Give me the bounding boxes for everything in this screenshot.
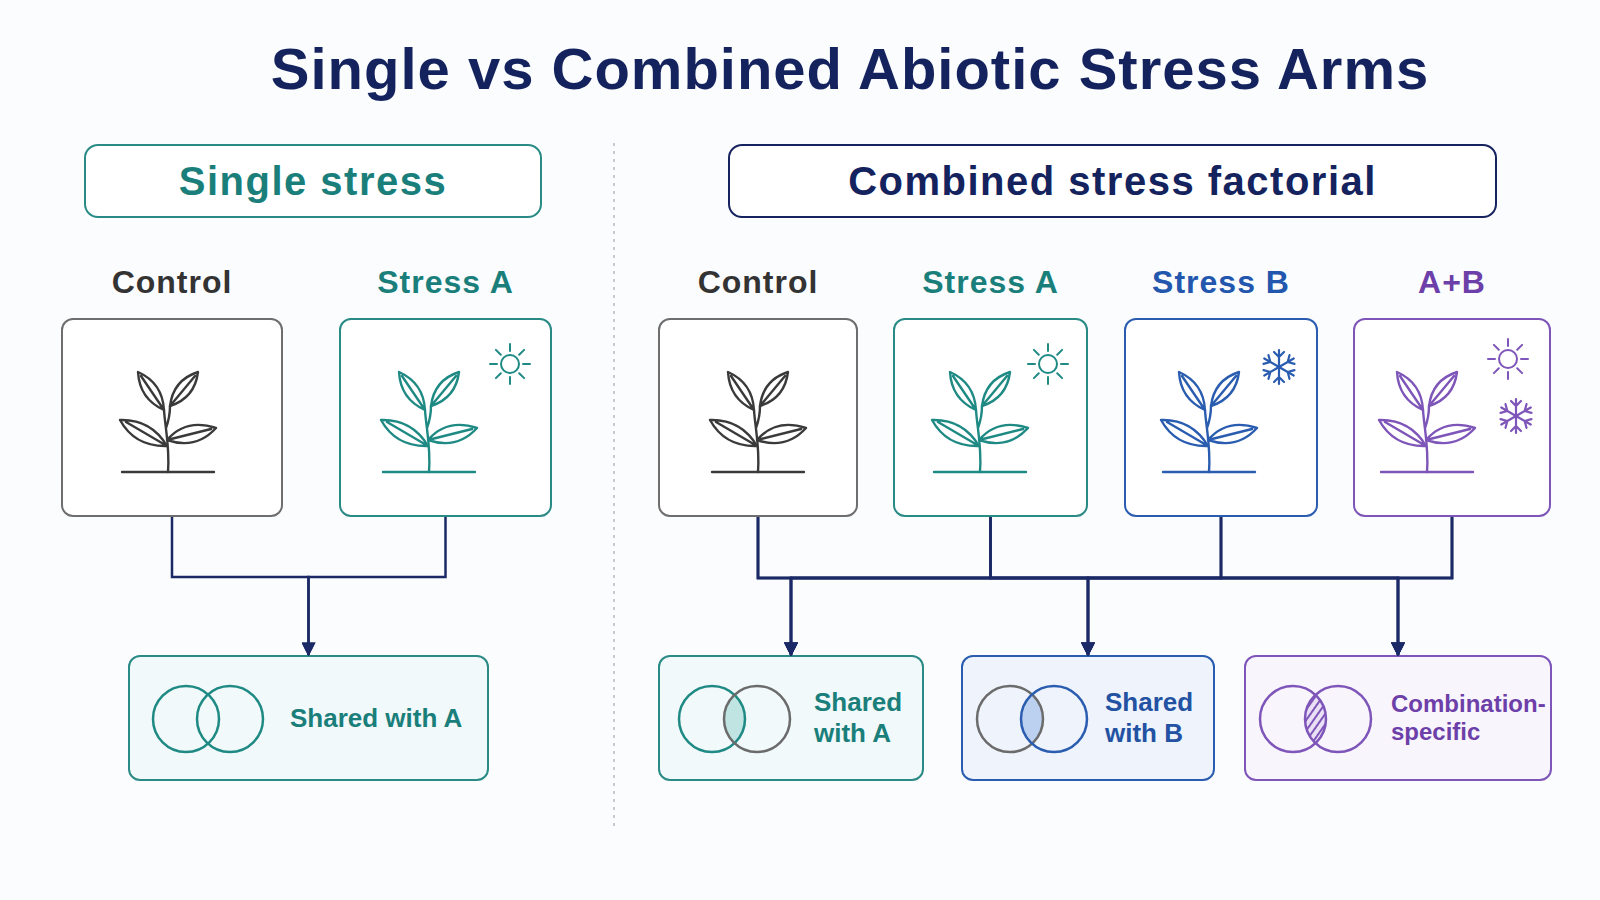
treatment-label: A+B <box>1315 262 1589 302</box>
venn-circle <box>679 686 745 752</box>
diagram-title: Single vs Combined Abiotic Stress Arms <box>200 36 1500 102</box>
heat-icon <box>1028 344 1068 384</box>
result-label: Shared with A <box>814 687 914 748</box>
flow-connector <box>758 517 1398 655</box>
heat-icon <box>1488 339 1528 379</box>
treatment-label: Stress B <box>1086 262 1356 302</box>
flow-connector <box>791 517 991 655</box>
plant-icon <box>932 372 1028 472</box>
venn-overlap <box>724 686 790 752</box>
flow-connector <box>172 517 309 655</box>
treatment-label: Control <box>620 262 896 302</box>
result-label: Shared with A <box>290 703 490 734</box>
section-header-label: Combined stress factorial <box>848 159 1377 204</box>
treatment-box: Stress B <box>1124 318 1318 517</box>
venn-circle <box>1021 686 1087 752</box>
venn-circle <box>724 686 790 752</box>
flow-connector <box>1088 517 1452 655</box>
section-header-label: Single stress <box>179 159 448 204</box>
venn-circle <box>1260 686 1326 752</box>
venn-circle <box>977 686 1043 752</box>
result-label: Combination-specific <box>1391 690 1549 747</box>
flow-connector <box>1088 517 1221 655</box>
flow-connector <box>991 517 1089 655</box>
section-divider <box>613 143 615 827</box>
plant-icon <box>120 372 216 472</box>
cold-icon <box>1262 350 1296 384</box>
venn-overlap <box>1305 686 1371 752</box>
overlap-result-box: Shared with B <box>961 655 1215 781</box>
result-label: Shared with B <box>1105 687 1205 748</box>
flow-connector <box>1221 517 1398 655</box>
plant-icon <box>1161 372 1257 472</box>
treatment-label: Stress A <box>855 262 1126 302</box>
overlap-result-box: Shared with A <box>128 655 489 781</box>
flow-connector <box>791 517 1221 655</box>
plant-icon <box>1379 372 1475 472</box>
venn-circle <box>197 686 263 752</box>
overlap-result-box: Shared with A <box>658 655 924 781</box>
flow-connector <box>991 517 1399 655</box>
venn-circle <box>1305 686 1371 752</box>
flow-connector <box>758 517 1088 655</box>
treatment-label: Stress A <box>301 262 590 302</box>
overlap-result-box: Combination-specific <box>1244 655 1552 781</box>
treatment-box: Stress A <box>893 318 1088 517</box>
treatment-box: A+B <box>1353 318 1551 517</box>
treatment-label: Control <box>23 262 321 302</box>
plant-icon <box>710 372 806 472</box>
flow-connector <box>1398 517 1452 655</box>
plant-icon <box>381 372 477 472</box>
treatment-box: Control <box>658 318 858 517</box>
section-header: Combined stress factorial <box>728 144 1497 218</box>
flow-connector <box>309 517 446 655</box>
flow-connector <box>758 517 791 655</box>
cold-icon <box>1499 399 1533 433</box>
heat-icon <box>490 344 530 384</box>
section-header: Single stress <box>84 144 542 218</box>
venn-overlap <box>977 686 1043 752</box>
treatment-box: Stress A <box>339 318 552 517</box>
venn-circle <box>153 686 219 752</box>
treatment-box: Control <box>61 318 283 517</box>
flow-connector <box>791 517 1452 655</box>
